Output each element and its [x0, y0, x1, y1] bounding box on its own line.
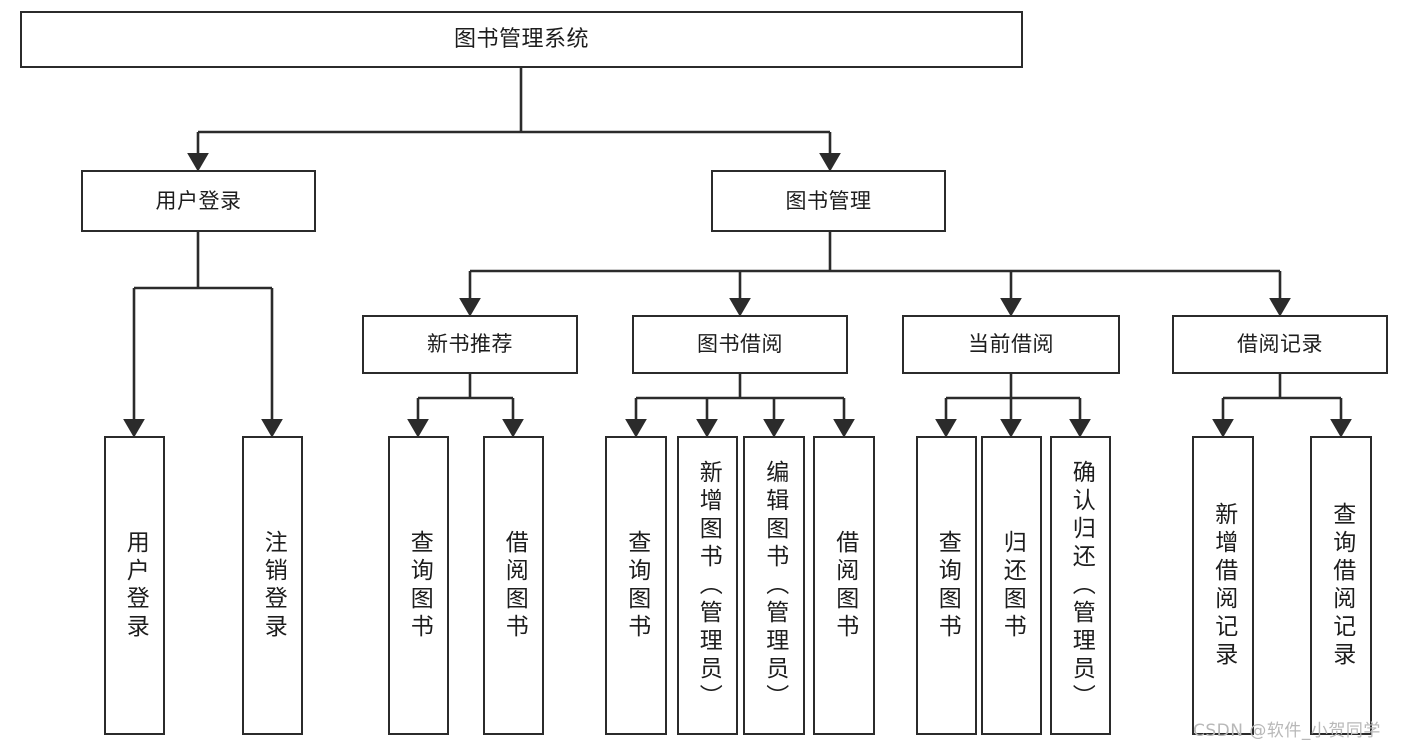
- leaf-edit-book-admin[interactable]: 编辑图书（管理员）: [743, 436, 805, 735]
- node-label: 借阅图书: [831, 529, 858, 642]
- csdn-watermark: CSDN @软件_小贺同学: [1193, 721, 1381, 741]
- node-label: 借阅记录: [1237, 332, 1323, 357]
- leaf-query-book-2[interactable]: 查询图书: [605, 436, 667, 735]
- leaf-return-book[interactable]: 归还图书: [981, 436, 1042, 735]
- node-label: 用户登录: [155, 188, 242, 213]
- node-label: 用户登录: [122, 529, 149, 642]
- node-label: 查询图书: [934, 529, 961, 642]
- leaf-logout-login[interactable]: 注销登录: [242, 436, 303, 735]
- node-new-book-recommend[interactable]: 新书推荐: [362, 315, 578, 374]
- node-borrow-record[interactable]: 借阅记录: [1172, 315, 1388, 374]
- node-label: 确认归还（管理员）: [1068, 459, 1095, 712]
- leaf-borrow-book-2[interactable]: 借阅图书: [813, 436, 875, 735]
- node-label: 查询借阅记录: [1328, 501, 1355, 670]
- node-user-login[interactable]: 用户登录: [81, 170, 316, 232]
- node-label: 注销登录: [260, 529, 287, 642]
- leaf-add-borrow-record[interactable]: 新增借阅记录: [1192, 436, 1254, 735]
- node-label: 当前借阅: [968, 332, 1054, 357]
- leaf-add-book-admin[interactable]: 新增图书（管理员）: [677, 436, 738, 735]
- node-label: 图书管理: [785, 188, 872, 213]
- node-system-title[interactable]: 图书管理系统: [20, 11, 1023, 68]
- node-book-management[interactable]: 图书管理: [711, 170, 946, 232]
- leaf-query-book-1[interactable]: 查询图书: [388, 436, 449, 735]
- node-label: 查询图书: [406, 529, 433, 642]
- node-label: 归还图书: [999, 529, 1026, 642]
- node-label: 新增图书（管理员）: [695, 459, 722, 712]
- node-current-borrow[interactable]: 当前借阅: [902, 315, 1120, 374]
- leaf-confirm-return-admin[interactable]: 确认归还（管理员）: [1050, 436, 1111, 735]
- leaf-query-borrow-record[interactable]: 查询借阅记录: [1310, 436, 1372, 735]
- leaf-user-login[interactable]: 用户登录: [104, 436, 165, 735]
- leaf-query-book-3[interactable]: 查询图书: [916, 436, 977, 735]
- node-label: 图书借阅: [697, 332, 783, 357]
- node-label: 新书推荐: [427, 332, 513, 357]
- node-book-borrow[interactable]: 图书借阅: [632, 315, 848, 374]
- node-label: 借阅图书: [501, 529, 528, 642]
- node-label: 图书管理系统: [453, 26, 589, 52]
- node-label: 编辑图书（管理员）: [761, 459, 788, 712]
- node-label: 查询图书: [623, 529, 650, 642]
- node-label: 新增借阅记录: [1210, 501, 1237, 670]
- leaf-borrow-book-1[interactable]: 借阅图书: [483, 436, 544, 735]
